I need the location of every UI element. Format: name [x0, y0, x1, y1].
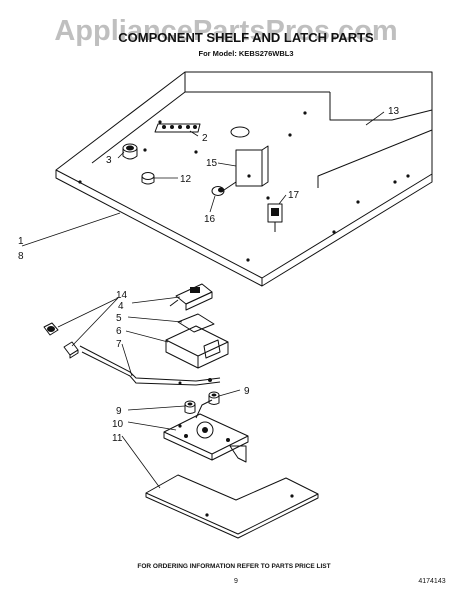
- callout-13: 13: [388, 106, 400, 117]
- latch-switch: [169, 283, 213, 311]
- callout-14: 14: [116, 290, 128, 301]
- component-shelf: [55, 71, 433, 287]
- callout-3: 3: [106, 155, 112, 166]
- diagram-title: COMPONENT SHELF AND LATCH PARTS: [118, 30, 374, 45]
- terminal-block: [154, 123, 201, 133]
- latch-rod: [79, 345, 221, 386]
- insulator: [177, 313, 215, 333]
- callout-5: 5: [116, 313, 122, 324]
- callout-10: 10: [112, 419, 124, 430]
- switch-bracket: [235, 145, 269, 187]
- latch-clip: [43, 322, 59, 336]
- callout-16: 16: [204, 214, 216, 225]
- control-knob: [211, 181, 237, 196]
- callout-6: 6: [116, 326, 122, 337]
- switch: [267, 203, 283, 232]
- document-number: 4174143: [418, 578, 445, 585]
- switch-housing: [165, 325, 229, 369]
- grommet: [122, 143, 138, 160]
- ordering-note: FOR ORDERING INFORMATION REFER TO PARTS …: [137, 563, 330, 570]
- callout-1: 1: [18, 236, 24, 247]
- leader-lines: [21, 111, 385, 489]
- callout-17: 17: [288, 190, 300, 201]
- hole-plug: [141, 172, 155, 185]
- callout-11: 11: [112, 433, 123, 444]
- callout-7: 7: [116, 339, 122, 350]
- callout-9-upper: 9: [244, 386, 250, 397]
- callout-labels: 1 2 3 4 5 6 7 8 9 9 10 11 12 13 14 15 16…: [18, 106, 400, 444]
- callout-12: 12: [180, 174, 192, 185]
- callout-15: 15: [206, 158, 218, 169]
- page-number: 9: [234, 578, 238, 585]
- callout-2: 2: [202, 133, 208, 144]
- latch-mechanism: [163, 399, 249, 463]
- callout-9-lower: 9: [116, 406, 122, 417]
- model-line: For Model: KEBS276WBL3: [198, 49, 293, 58]
- roller-upper: [208, 391, 220, 405]
- bottom-plate: [145, 474, 319, 539]
- callout-8: 8: [18, 251, 24, 262]
- watermark: AppliancePartsPros.com: [54, 15, 397, 47]
- roller-lower: [184, 400, 196, 414]
- callout-4: 4: [118, 301, 124, 312]
- latch-block: [63, 341, 79, 359]
